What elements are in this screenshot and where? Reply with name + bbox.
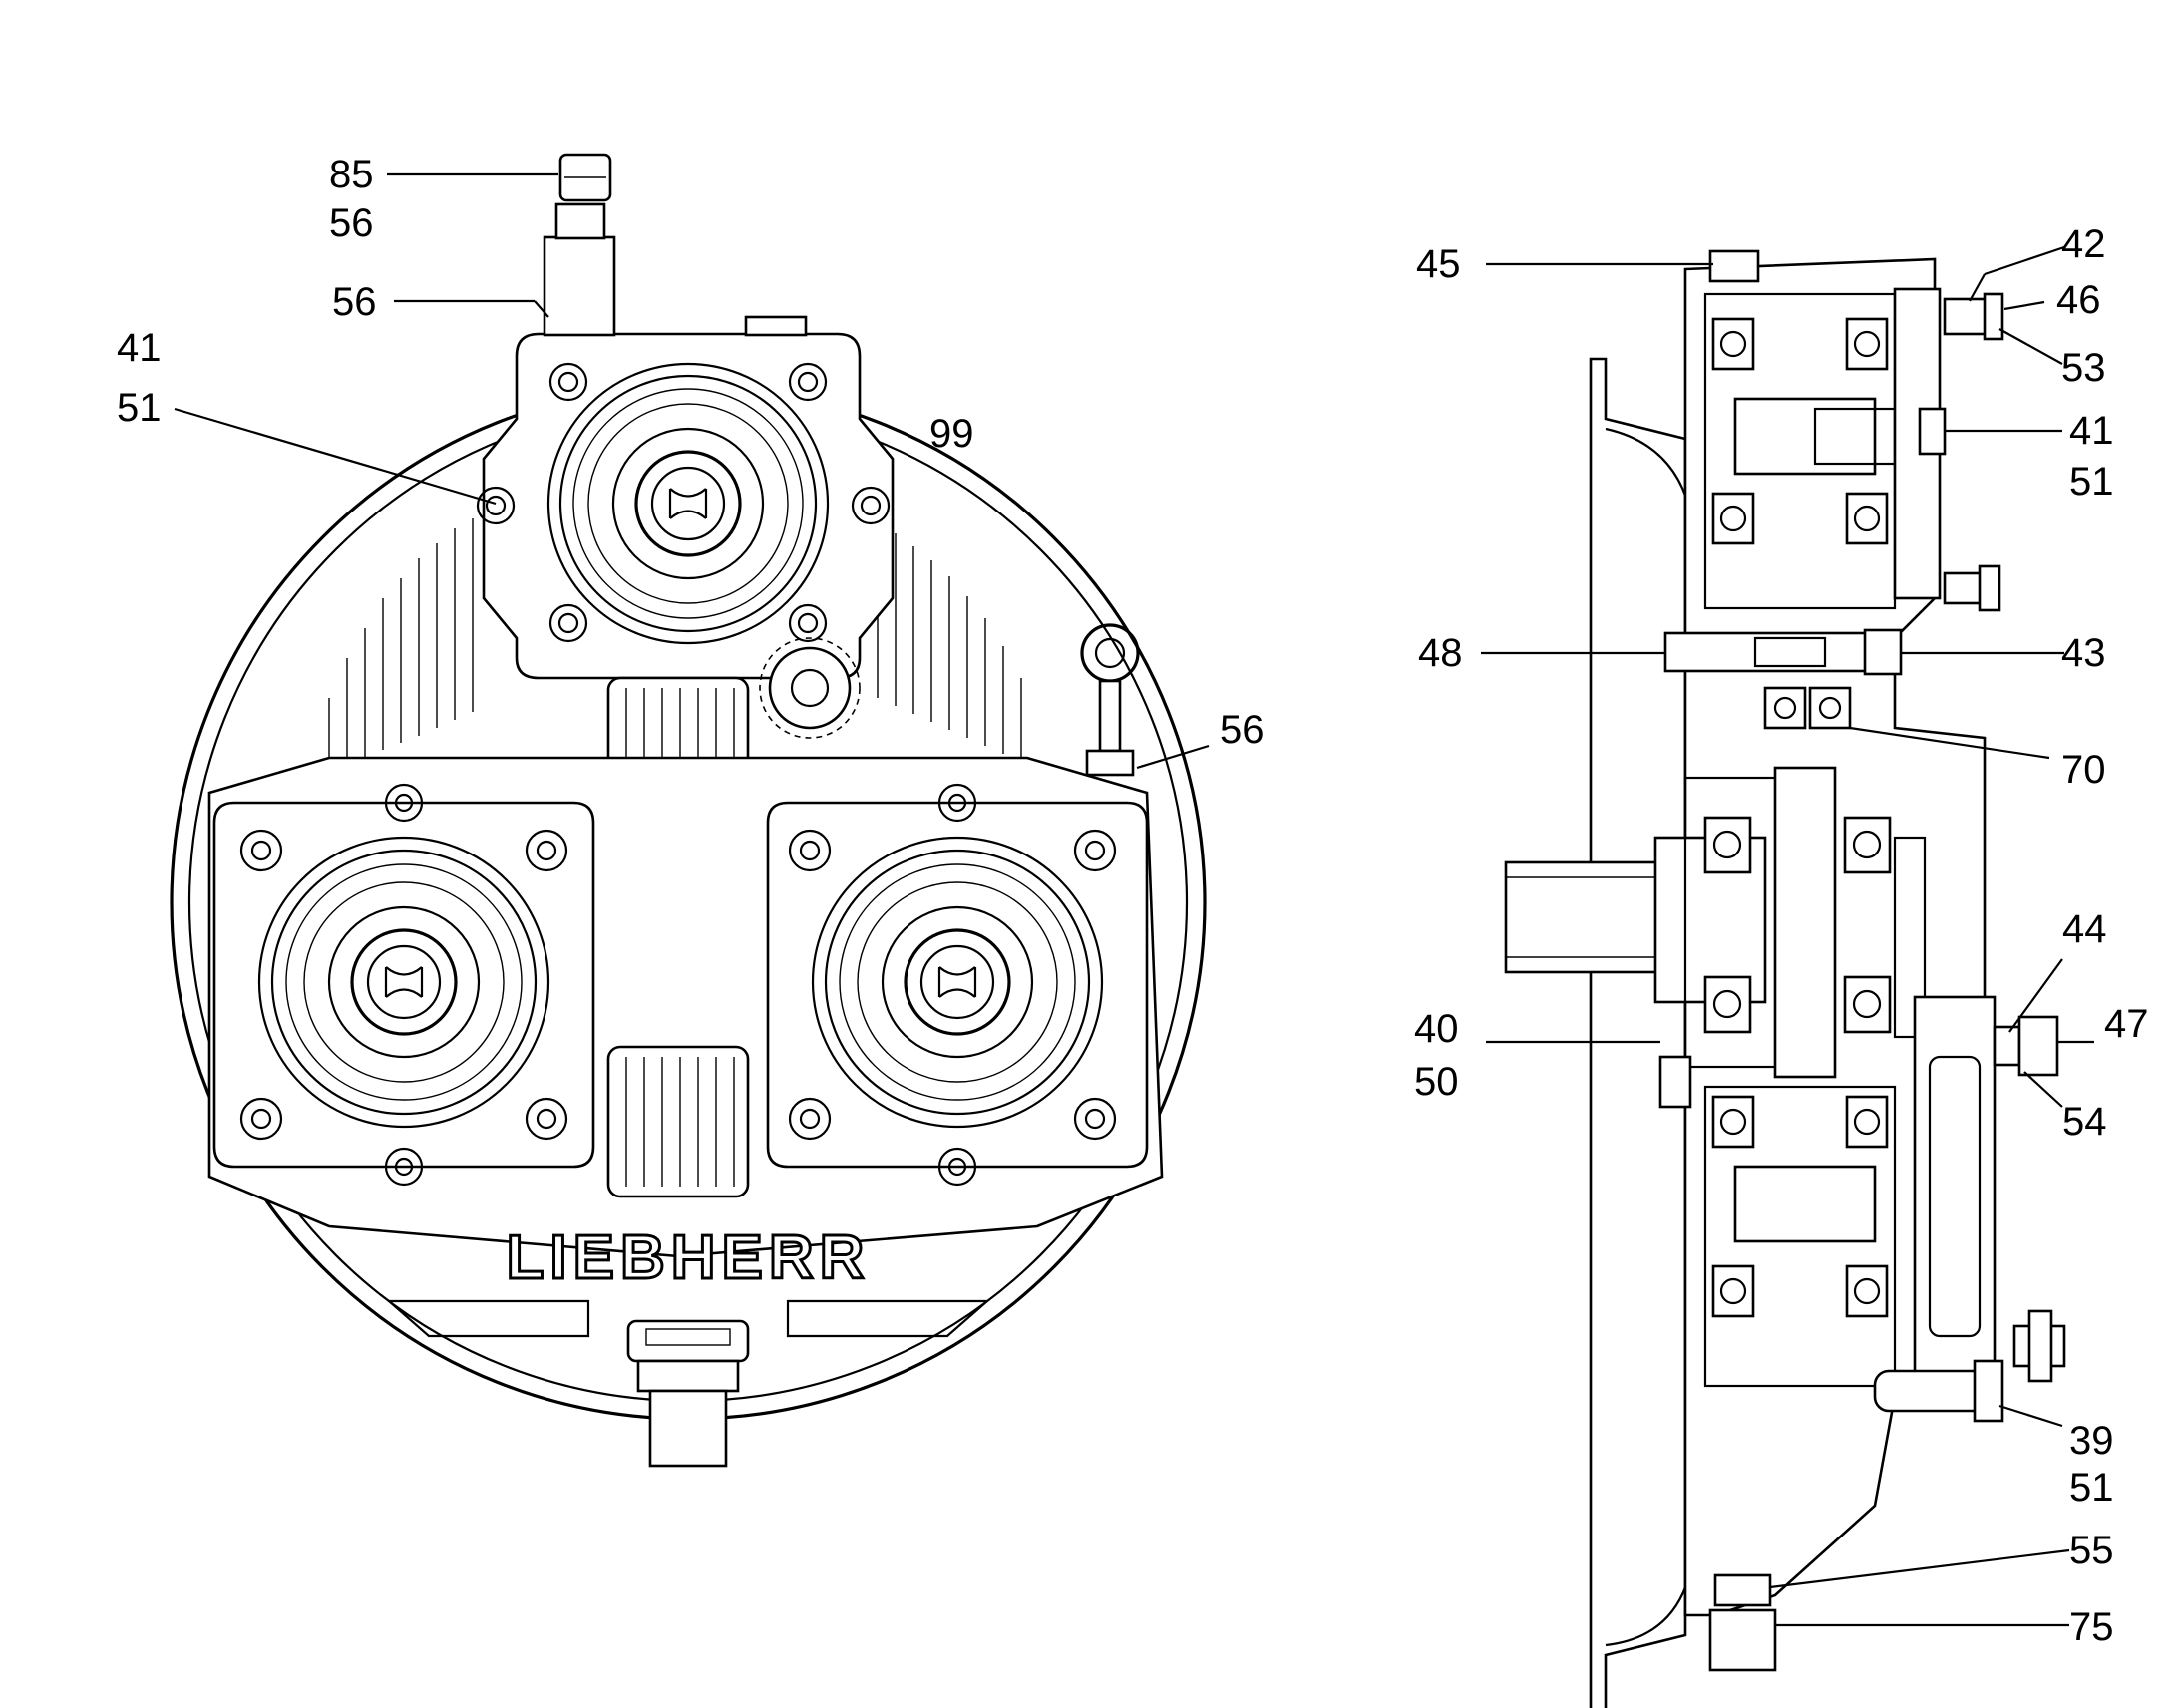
part-41-plug-side — [1918, 407, 1947, 456]
bottom-vent-panel — [606, 1045, 750, 1198]
part-45-plug — [1708, 249, 1760, 283]
label-51-side-bottom: 51 — [2069, 1466, 2114, 1510]
top-pump-flange — [546, 362, 830, 645]
brand-logo: LIEBHERR — [507, 1223, 871, 1292]
left-plate-bolts — [239, 783, 568, 1187]
label-51-front: 51 — [117, 386, 162, 430]
right-pump-flange — [811, 836, 1104, 1129]
lower-housing-band — [386, 1299, 590, 1338]
upper-bearings — [1711, 317, 1889, 545]
lower-gear-cavity — [1703, 1085, 1897, 1388]
label-47: 47 — [2104, 1002, 2149, 1046]
lower-drive-bearings — [1703, 816, 1892, 1034]
lifting-eye-base — [1085, 749, 1135, 777]
part-39-bolt — [1873, 1369, 1992, 1413]
leader-lines — [174, 172, 2094, 1627]
side-view-labels: 45 42 46 53 41 51 48 43 70 44 40 47 50 5… — [1414, 222, 2149, 1649]
part-47-bolt — [2017, 1015, 2059, 1077]
label-40: 40 — [1414, 1007, 1459, 1051]
right-pump-plate — [766, 801, 1149, 1169]
drive-gear — [1773, 766, 1837, 1079]
label-70: 70 — [2061, 748, 2106, 792]
label-48: 48 — [1418, 631, 1463, 675]
label-99: 99 — [929, 412, 974, 456]
part-75-plug — [1708, 1608, 1777, 1672]
label-44: 44 — [2062, 907, 2107, 951]
right-plate-bolts — [788, 783, 1117, 1187]
label-41-side: 41 — [2069, 409, 2114, 453]
top-pump-shaft-slot — [668, 488, 708, 519]
top-plate-bolts — [476, 362, 891, 643]
front-view-labels: 85 56 56 41 51 99 56 — [117, 153, 1265, 752]
label-56-stem: 56 — [332, 280, 377, 324]
vent-plug-boss — [768, 646, 852, 730]
label-46: 46 — [2056, 278, 2101, 322]
left-pump-plate — [212, 801, 595, 1169]
part-55-washer — [1713, 1573, 1772, 1607]
label-56-top: 56 — [329, 201, 374, 245]
part-40-plug — [1658, 1055, 1692, 1109]
lower-shaft — [1733, 1165, 1877, 1243]
label-45: 45 — [1416, 242, 1461, 286]
label-56-eye: 56 — [1220, 708, 1265, 752]
label-42: 42 — [2061, 222, 2106, 266]
lifting-eye-ring — [1080, 623, 1140, 683]
left-pump-flange — [257, 836, 550, 1129]
label-39: 39 — [2069, 1419, 2114, 1463]
middle-bearings — [1763, 686, 1852, 730]
label-54: 54 — [2062, 1100, 2107, 1144]
label-41-front: 41 — [117, 326, 162, 370]
side-mounting-flange — [1589, 357, 1687, 1708]
upper-shaft — [1733, 397, 1877, 476]
ribs-right — [877, 523, 1022, 762]
ribs-left — [328, 518, 474, 778]
lower-pump-cover — [1913, 995, 1997, 1388]
part-46-bolt — [1983, 292, 2004, 341]
label-55: 55 — [2069, 1529, 2114, 1572]
bottom-drain-plug — [648, 1389, 728, 1468]
label-50: 50 — [1414, 1060, 1459, 1104]
top-fitting-stem — [543, 235, 616, 337]
part-48-bolt — [1663, 631, 1897, 673]
label-53: 53 — [2061, 346, 2106, 390]
lower-bearings — [1711, 1095, 1889, 1318]
part-43-nut — [1863, 628, 1903, 676]
label-75: 75 — [2069, 1605, 2114, 1649]
label-85: 85 — [329, 153, 374, 196]
part-44-stud — [1993, 1025, 2021, 1067]
top-pump-plate — [482, 332, 895, 680]
front-view-drawing: LIEBHERR — [170, 153, 1207, 1468]
side-view-drawing — [1504, 249, 2066, 1708]
label-51-side-top: 51 — [2069, 460, 2114, 504]
label-43: 43 — [2061, 631, 2106, 675]
